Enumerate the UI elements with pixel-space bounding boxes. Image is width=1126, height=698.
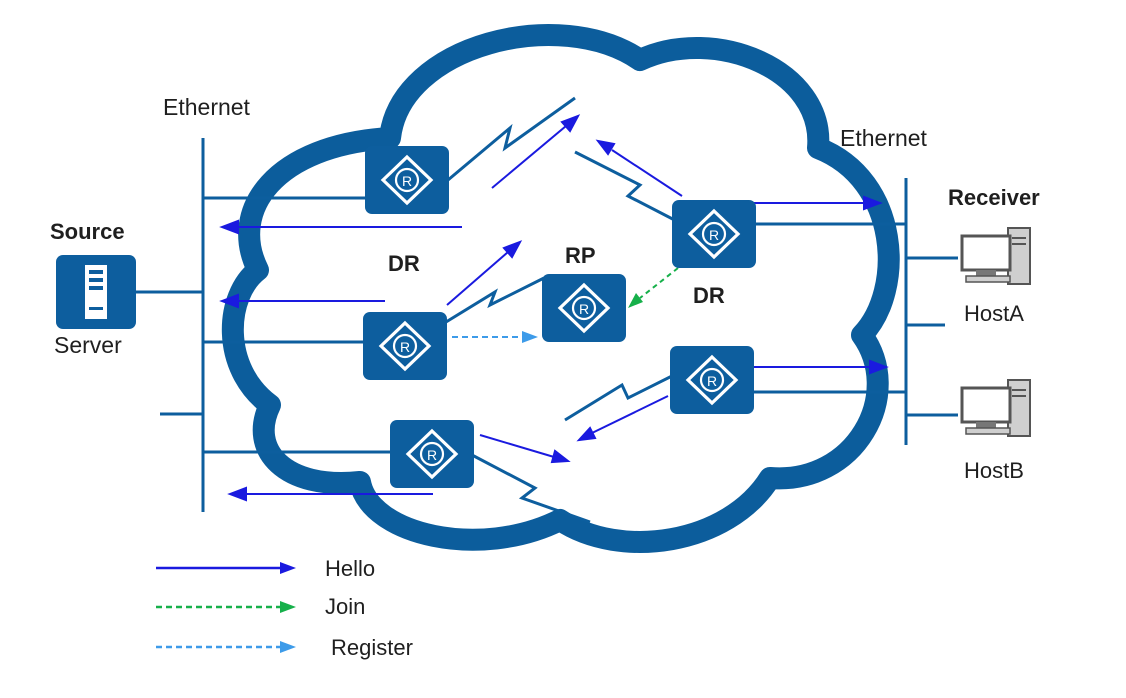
server-icon <box>56 255 136 329</box>
register-arrow <box>452 331 538 343</box>
router-dr-receiver <box>672 200 756 268</box>
router-register-source <box>363 312 447 380</box>
legend-label-hello: Hello <box>325 556 375 581</box>
serial-links <box>445 96 691 524</box>
legend-label-join: Join <box>325 594 365 619</box>
legend-label-register: Register <box>331 635 413 660</box>
router-rp <box>542 274 626 342</box>
host-b-icon <box>960 378 1032 438</box>
join-arrow <box>628 267 679 308</box>
host-b-label: HostB <box>964 458 1024 483</box>
ethernet-bus-right <box>752 178 958 445</box>
legend-item-hello: Hello <box>156 556 375 581</box>
legend: Hello Join Register <box>156 556 413 660</box>
ethernet-left-label: Ethernet <box>163 94 251 120</box>
router-bottom-source <box>390 420 474 488</box>
dr-left-label: DR <box>388 251 420 276</box>
receiver-label: Receiver <box>948 185 1040 210</box>
source-label: Source <box>50 219 125 244</box>
legend-item-register: Register <box>156 635 413 660</box>
ethernet-right-label: Ethernet <box>840 125 928 151</box>
hello-arrows <box>219 114 889 502</box>
dr-right-label: DR <box>693 283 725 308</box>
host-a-icon <box>960 226 1032 286</box>
router-lower-receiver <box>670 346 754 414</box>
ethernet-bus-left <box>136 138 392 512</box>
legend-item-join: Join <box>156 594 365 619</box>
router-dr-source <box>365 146 449 214</box>
rp-label: RP <box>565 243 596 268</box>
host-a-label: HostA <box>964 301 1024 326</box>
server-label: Server <box>54 332 122 358</box>
